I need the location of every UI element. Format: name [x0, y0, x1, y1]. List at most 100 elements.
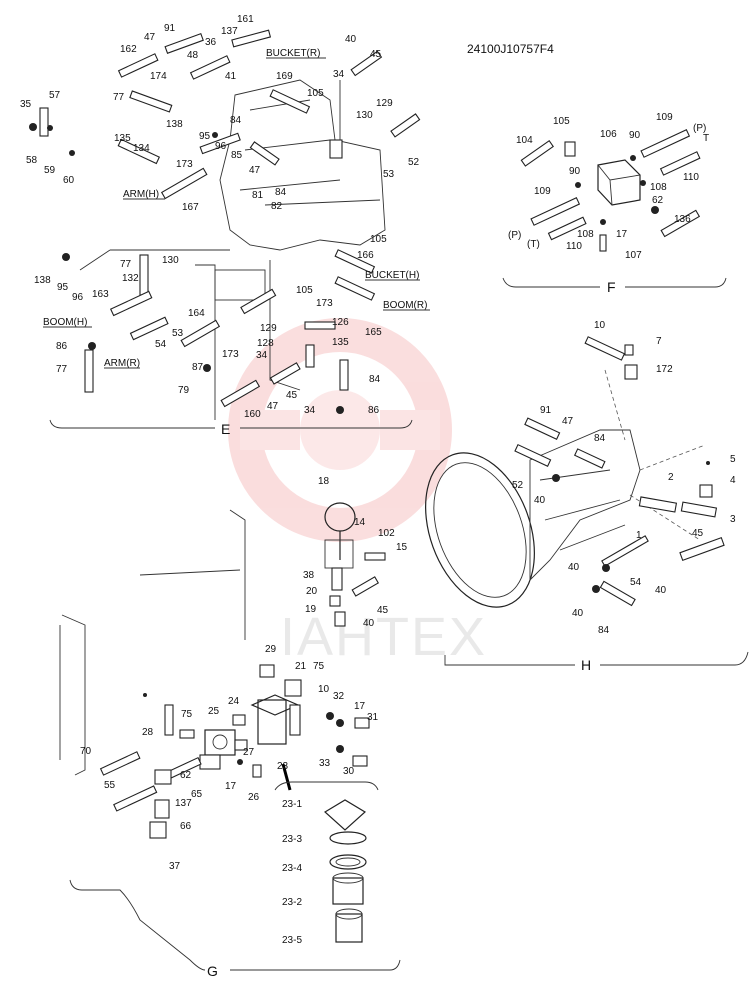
svg-text:70: 70: [80, 746, 92, 757]
svg-text:96: 96: [72, 292, 84, 303]
svg-text:161: 161: [237, 14, 254, 25]
svg-text:21: 21: [295, 661, 307, 672]
svg-text:34: 34: [256, 350, 268, 361]
arm-h-label: ARM(H): [123, 189, 159, 200]
svg-text:126: 126: [332, 317, 349, 328]
section-e-title: E: [221, 421, 230, 437]
svg-text:129: 129: [376, 98, 393, 109]
svg-text:169: 169: [276, 71, 293, 82]
svg-text:23-4: 23-4: [282, 863, 302, 874]
svg-text:47: 47: [562, 416, 574, 427]
svg-text:32: 32: [333, 691, 345, 702]
section-f-title: F: [607, 279, 616, 295]
svg-text:33: 33: [319, 758, 331, 769]
svg-text:37: 37: [169, 861, 181, 872]
svg-text:174: 174: [150, 71, 167, 82]
svg-text:23-5: 23-5: [282, 935, 302, 946]
svg-text:47: 47: [144, 32, 156, 43]
svg-text:95: 95: [199, 131, 211, 142]
section-e-labels: 91 161 137 162 47 36 48 40 45 174 41 34 …: [20, 14, 430, 437]
svg-text:62: 62: [180, 770, 192, 781]
section-h-title: H: [581, 657, 591, 673]
svg-text:23-3: 23-3: [282, 834, 302, 845]
section-g-drawing: [59, 502, 401, 971]
svg-text:163: 163: [92, 289, 109, 300]
svg-text:34: 34: [304, 405, 316, 416]
svg-text:47: 47: [267, 401, 279, 412]
svg-text:84: 84: [275, 187, 287, 198]
port-t1: T: [703, 133, 709, 144]
svg-text:102: 102: [378, 528, 395, 539]
svg-text:45: 45: [377, 605, 389, 616]
svg-text:105: 105: [553, 116, 570, 127]
svg-text:47: 47: [249, 165, 261, 176]
svg-text:87: 87: [192, 362, 204, 373]
svg-text:38: 38: [303, 570, 315, 581]
svg-text:109: 109: [534, 186, 551, 197]
svg-text:23-2: 23-2: [282, 897, 302, 908]
svg-text:45: 45: [370, 49, 382, 60]
svg-text:40: 40: [655, 585, 667, 596]
svg-text:41: 41: [225, 71, 237, 82]
svg-text:105: 105: [370, 234, 387, 245]
svg-text:45: 45: [286, 390, 298, 401]
port-p2: (P): [508, 230, 521, 241]
svg-text:34: 34: [333, 69, 345, 80]
svg-text:164: 164: [188, 308, 205, 319]
svg-text:95: 95: [57, 282, 69, 293]
svg-text:58: 58: [26, 155, 38, 166]
svg-text:52: 52: [408, 157, 420, 168]
svg-text:84: 84: [230, 115, 242, 126]
svg-text:3: 3: [730, 514, 736, 525]
svg-text:19: 19: [305, 604, 317, 615]
svg-text:138: 138: [34, 275, 51, 286]
svg-text:110: 110: [566, 241, 582, 252]
svg-text:40: 40: [572, 608, 584, 619]
svg-text:173: 173: [176, 159, 193, 170]
svg-text:17: 17: [354, 701, 366, 712]
svg-text:25: 25: [208, 706, 220, 717]
svg-text:81: 81: [252, 190, 264, 201]
svg-text:167: 167: [182, 202, 199, 213]
svg-text:26: 26: [248, 792, 260, 803]
svg-text:31: 31: [367, 712, 379, 723]
svg-text:162: 162: [120, 44, 137, 55]
svg-text:75: 75: [313, 661, 325, 672]
svg-text:130: 130: [356, 110, 373, 121]
section-h-labels: 10 7 172 91 47 84 5 4 52 40 2 3 1 40 54 …: [512, 320, 736, 673]
svg-text:166: 166: [357, 250, 374, 261]
svg-text:75: 75: [181, 709, 193, 720]
svg-text:65: 65: [191, 789, 203, 800]
svg-text:132: 132: [122, 273, 139, 284]
watermark-text: IAHTEX: [280, 607, 487, 667]
svg-text:40: 40: [568, 562, 580, 573]
svg-text:14: 14: [354, 517, 366, 528]
svg-text:107: 107: [625, 250, 642, 261]
svg-text:173: 173: [222, 349, 239, 360]
svg-text:66: 66: [180, 821, 192, 832]
section-g-labels: 18 14 102 15 38 20 45 19 40 29 21 75 10 …: [80, 476, 408, 979]
svg-text:91: 91: [540, 405, 552, 416]
svg-text:85: 85: [231, 150, 243, 161]
svg-text:29: 29: [265, 644, 277, 655]
svg-text:18: 18: [318, 476, 330, 487]
svg-text:110: 110: [683, 172, 699, 183]
svg-text:96: 96: [215, 141, 227, 152]
boom-r-label: BOOM(R): [383, 300, 427, 311]
svg-text:108: 108: [577, 229, 594, 240]
svg-text:40: 40: [363, 618, 375, 629]
arm-r-label: ARM(R): [104, 358, 140, 369]
svg-text:137: 137: [221, 26, 238, 37]
svg-text:77: 77: [113, 92, 125, 103]
section-f-labels: 105 106 109 104 90 (P) T 110 90 108 109 …: [508, 112, 709, 295]
svg-text:2: 2: [668, 472, 674, 483]
svg-text:36: 36: [205, 37, 217, 48]
svg-text:23-1: 23-1: [282, 799, 302, 810]
svg-text:86: 86: [368, 405, 380, 416]
svg-text:62: 62: [652, 195, 664, 206]
svg-text:23: 23: [277, 761, 289, 772]
svg-text:30: 30: [343, 766, 355, 777]
watermark-logo: [228, 318, 452, 542]
